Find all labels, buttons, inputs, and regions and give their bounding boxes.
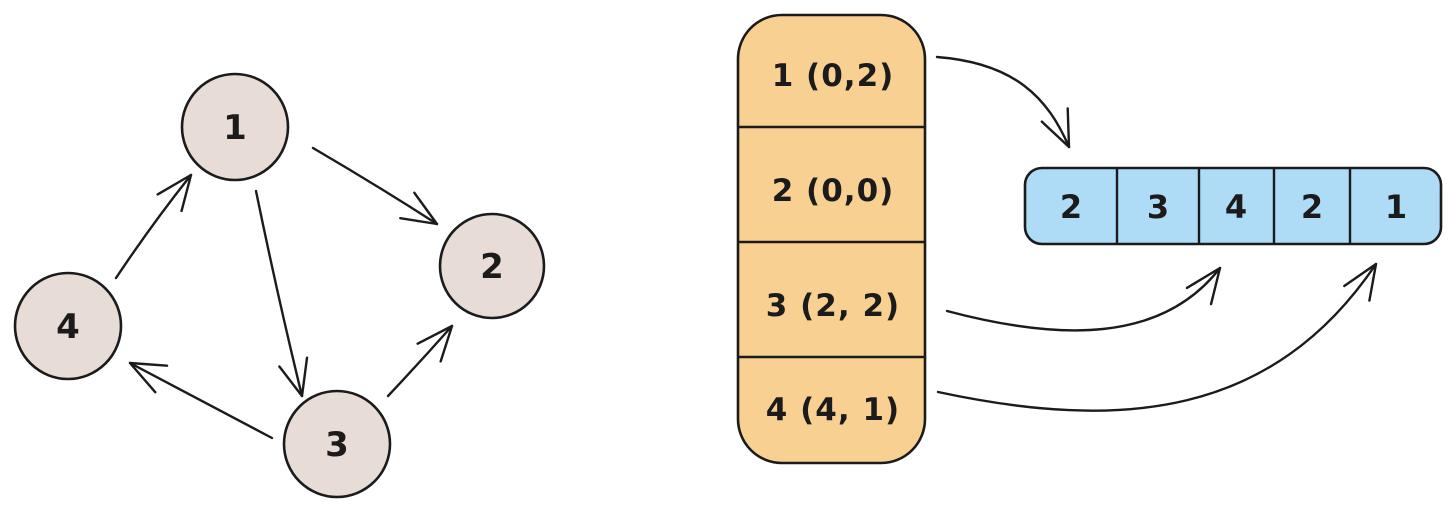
mapping-arrow-row3-to-cell3 bbox=[945, 266, 1222, 332]
mapping-arrows bbox=[935, 55, 1378, 412]
array-cell-5: 1 bbox=[1385, 188, 1407, 226]
edge-array: 2 3 4 2 1 bbox=[1023, 166, 1443, 246]
graph-node-3: 3 bbox=[282, 389, 392, 499]
edge-1-to-3 bbox=[254, 189, 309, 398]
node-list-row-4: 4 (4, 1) bbox=[766, 392, 900, 428]
edge-3-to-2 bbox=[386, 324, 454, 398]
edge-3-to-4 bbox=[128, 361, 274, 440]
node-2-circle bbox=[438, 212, 546, 320]
node-3-circle bbox=[282, 389, 392, 499]
node-list-table: 1 (0,2) 2 (0,0) 3 (2, 2) 4 (4, 1) bbox=[736, 13, 927, 465]
graph-node-1: 1 bbox=[180, 72, 290, 182]
graph-node-2: 2 bbox=[438, 212, 546, 320]
graph-node-4: 4 bbox=[13, 271, 123, 381]
array-cell-2: 3 bbox=[1147, 188, 1169, 226]
array-cell-1: 2 bbox=[1060, 188, 1082, 226]
mapping-arrow-row4-to-cell5 bbox=[936, 262, 1378, 412]
node-3-label: 3 bbox=[325, 425, 349, 465]
array-cell-4: 2 bbox=[1301, 188, 1323, 226]
node-1-circle bbox=[180, 72, 290, 182]
node-list-row-3: 3 (2, 2) bbox=[766, 288, 900, 324]
node-list-row-1: 1 (0,2) bbox=[772, 58, 895, 94]
node-list-row-2: 2 (0,0) bbox=[772, 173, 895, 209]
mapping-arrow-row1-to-cell1 bbox=[935, 55, 1071, 149]
node-2-label: 2 bbox=[480, 247, 504, 287]
node-1-label: 1 bbox=[223, 108, 247, 148]
array-cell-3: 4 bbox=[1225, 188, 1247, 226]
edge-array-rect bbox=[1023, 166, 1443, 246]
directed-graph: 1 2 3 4 bbox=[13, 72, 546, 499]
edge-4-to-1 bbox=[114, 173, 193, 280]
edge-1-to-2 bbox=[311, 146, 439, 226]
node-4-circle bbox=[13, 271, 123, 381]
node-4-label: 4 bbox=[56, 307, 80, 347]
